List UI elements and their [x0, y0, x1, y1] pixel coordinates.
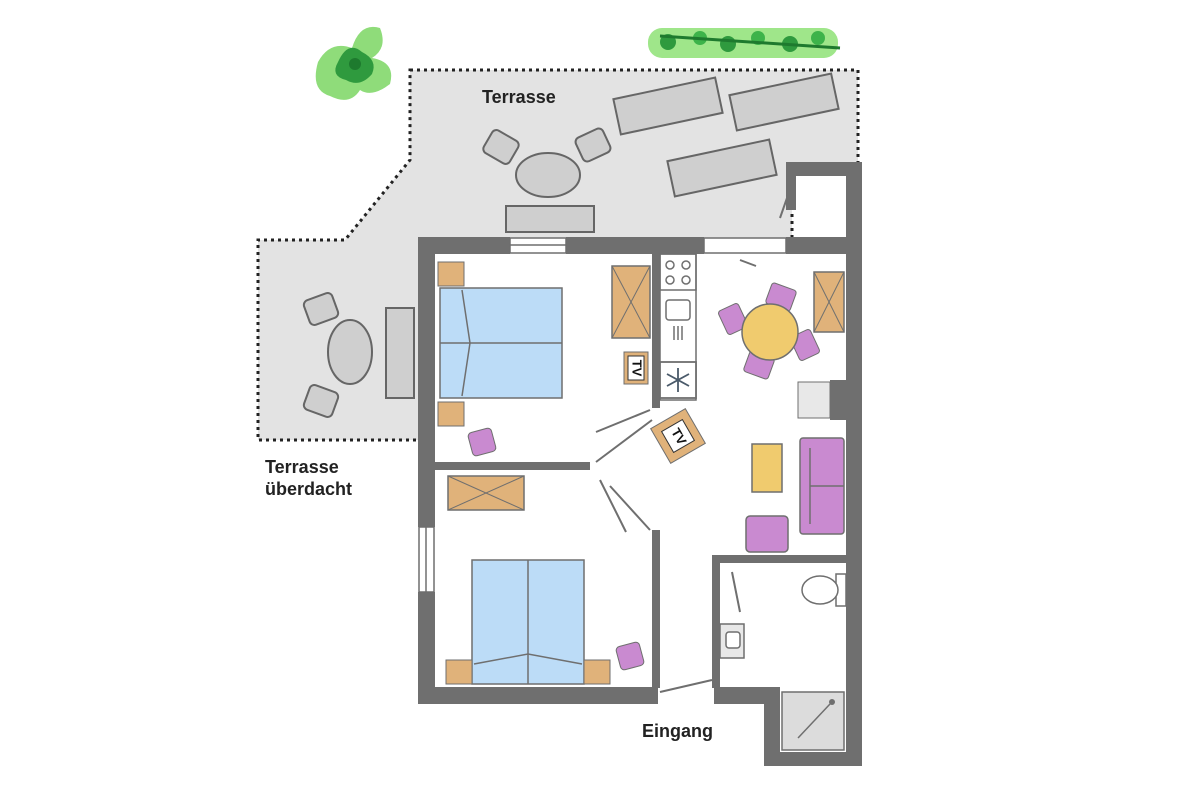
- fireplace: [797, 381, 831, 419]
- tv-bedroom: TV: [623, 351, 649, 385]
- covered-terrace-label-line1: Terrasse: [265, 457, 339, 477]
- terrace-label: Terrasse: [482, 87, 556, 107]
- svg-text:TV: TV: [668, 426, 689, 448]
- dining-set: [718, 282, 820, 380]
- bathroom-sink: [719, 623, 745, 659]
- doors: [595, 177, 795, 693]
- tree-icon: [315, 26, 392, 100]
- sink-icon: [665, 299, 691, 340]
- entrance-label: Eingang: [642, 721, 713, 741]
- shower-icon: [781, 691, 845, 751]
- sofa: [799, 437, 845, 535]
- windows: [418, 237, 787, 593]
- tv-living: TV: [649, 407, 707, 465]
- armchair: [745, 515, 789, 553]
- svg-text:TV: TV: [630, 360, 645, 377]
- double-bed-1: [437, 261, 563, 427]
- snowflake-icon: [659, 361, 697, 399]
- coffee-table: [751, 443, 783, 493]
- stool-2: [615, 641, 645, 671]
- kitchenette: [659, 253, 697, 401]
- stool-1: [467, 427, 497, 457]
- stove-icon: [659, 253, 697, 291]
- toilet-icon: [801, 573, 847, 607]
- storage-room: [796, 176, 846, 237]
- hedge-icon: [648, 28, 841, 58]
- wardrobe-2: [447, 475, 525, 511]
- covered-terrace-label-line2: überdacht: [265, 479, 352, 499]
- walls: [418, 162, 862, 766]
- sun-loungers: [612, 72, 840, 198]
- terrace-dining-set: [482, 127, 612, 233]
- wardrobe-1: [611, 265, 651, 339]
- sideboard: [813, 271, 845, 333]
- covered-terrace-set: [302, 292, 415, 418]
- double-bed-2: [445, 559, 611, 685]
